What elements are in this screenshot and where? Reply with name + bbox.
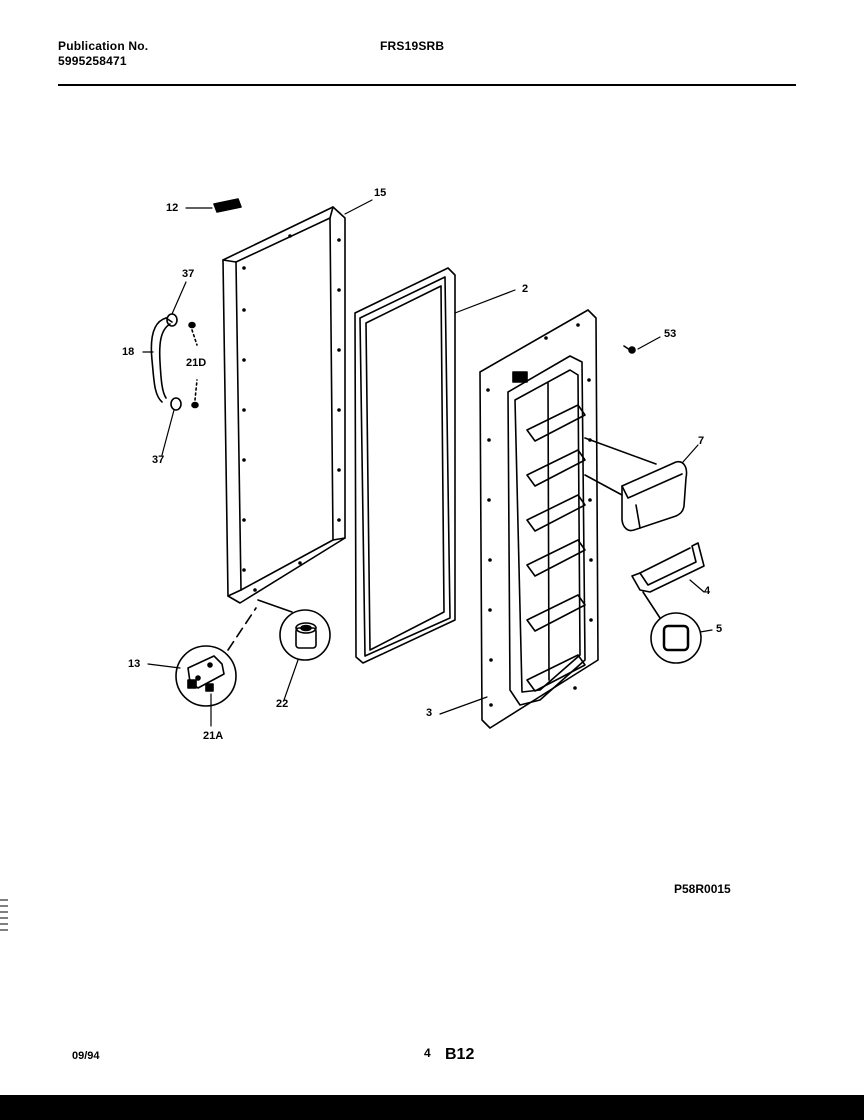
part-21d-screws <box>188 321 199 409</box>
header-rule <box>58 84 796 86</box>
exploded-view-diagram <box>142 198 713 729</box>
part-15-door-frame <box>222 206 346 604</box>
callout-4: 4 <box>704 585 711 597</box>
callout-13: 13 <box>128 658 141 670</box>
page-number: 4 <box>424 1046 431 1060</box>
parts-diagram-sheet: Publication No. 5995258471 FRS19SRB <box>0 0 864 1095</box>
callout-37-top: 37 <box>182 268 195 280</box>
part-5-end-cap-detail <box>642 591 702 664</box>
callout-12: 12 <box>166 202 179 214</box>
callout-37-bottom: 37 <box>152 454 165 466</box>
drawing-reference-code: P58R0015 <box>674 882 731 896</box>
callout-22: 22 <box>276 698 289 710</box>
publication-label: Publication No. <box>58 39 149 53</box>
callout-7: 7 <box>698 435 705 447</box>
callout-15: 15 <box>374 187 387 199</box>
publication-date: 09/94 <box>72 1050 100 1062</box>
section-code: B12 <box>445 1046 475 1063</box>
part-3-door-liner <box>479 309 599 729</box>
callout-53: 53 <box>664 328 677 340</box>
part-2-door-gasket <box>354 267 456 664</box>
edge-scan-marks <box>0 899 8 931</box>
part-7-compartment-door <box>584 437 688 532</box>
callout-21a: 21A <box>203 730 224 742</box>
callout-21d: 21D <box>186 357 207 369</box>
leader-lines <box>142 199 713 727</box>
model-number: FRS19SRB <box>380 39 445 53</box>
part-13-hinge-detail <box>175 607 257 707</box>
part-53-screw <box>623 345 636 354</box>
publication-number: 5995258471 <box>58 54 127 68</box>
part-18-handle <box>150 317 173 403</box>
callout-5: 5 <box>716 623 723 635</box>
part-22-hinge-bushing-detail <box>257 599 331 661</box>
part-4-shelf-bar <box>631 542 705 593</box>
part-12-nameplate <box>213 198 242 213</box>
callout-18: 18 <box>122 346 135 358</box>
callout-3: 3 <box>426 707 433 719</box>
part-37-handle-caps <box>166 313 182 411</box>
callout-2: 2 <box>522 283 529 295</box>
scan-border <box>0 1095 864 1120</box>
